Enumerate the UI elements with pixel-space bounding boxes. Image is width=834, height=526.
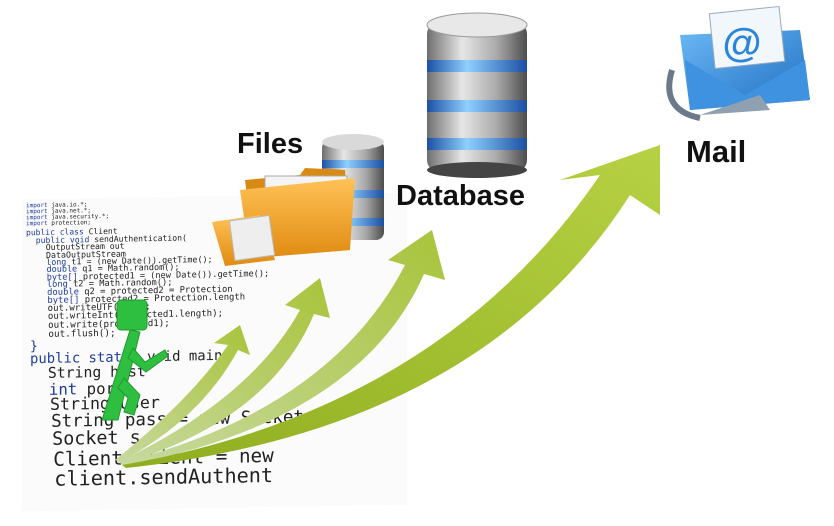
arrow-3	[120, 230, 445, 466]
running-figure-icon	[101, 299, 169, 421]
growth-arrows	[115, 145, 660, 468]
arrow-1	[115, 325, 250, 462]
mail-label: Mail	[686, 134, 747, 169]
database-label: Database	[396, 180, 525, 212]
mail-icon: @	[666, 5, 810, 121]
folder-icon	[212, 168, 355, 266]
database-icon	[426, 12, 528, 178]
arrow-2	[118, 278, 330, 464]
files-label: Files	[237, 128, 304, 160]
arrow-4	[122, 145, 660, 468]
mail-at-symbol: @	[722, 21, 761, 65]
